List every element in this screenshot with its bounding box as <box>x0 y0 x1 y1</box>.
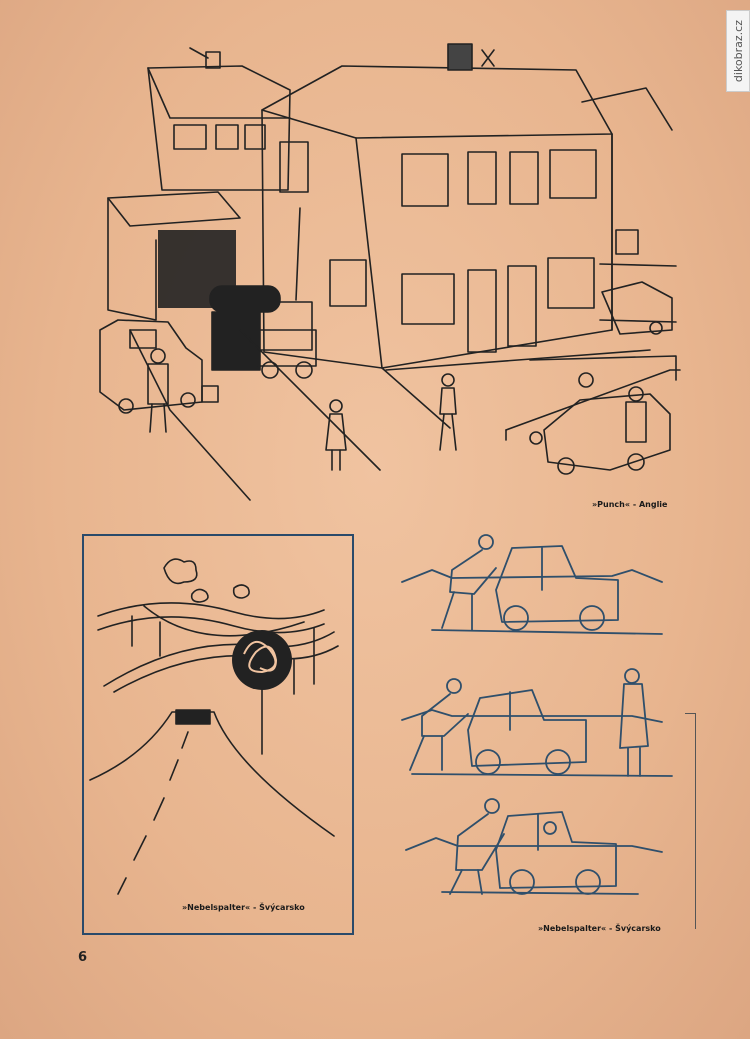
side-house-right <box>581 87 677 331</box>
smoke-clouds <box>163 558 250 603</box>
cartoon-pushing-car-strip <box>401 534 673 895</box>
watermark-text: dikobraz.cz <box>731 19 745 83</box>
caption-separator: - <box>608 924 613 933</box>
car-left-with-man <box>99 319 219 433</box>
framed-cartoon-border <box>82 534 354 935</box>
watermark-badge[interactable]: dikobraz.cz <box>726 10 750 92</box>
main-house <box>261 43 613 369</box>
tunnel-and-road <box>89 709 335 895</box>
highway-interchange <box>97 602 339 695</box>
panel-3-man-pushing-with-driver <box>405 798 663 895</box>
ground-and-paths <box>129 329 677 501</box>
caption-separator: - <box>252 903 257 912</box>
caption-source: »Nebelspalter« <box>538 924 607 933</box>
strip-side-bracket <box>685 713 696 929</box>
caption-country: Švýcarsko <box>259 903 305 912</box>
background-house <box>147 47 291 191</box>
panel-2-man-pushing-watched <box>401 668 673 777</box>
caption-punch: »Punch« - Anglie <box>592 500 667 509</box>
cartoon-flyover-illustration <box>89 558 339 895</box>
caption-country: Anglie <box>638 500 668 509</box>
caption-country: Švýcarsko <box>615 924 661 933</box>
caption-nebelspalter-right: »Nebelspalter« - Švýcarsko <box>538 924 661 933</box>
page-number: 6 <box>78 950 88 965</box>
tangled-road-sign <box>232 630 292 755</box>
caption-nebelspalter-left: »Nebelspalter« - Švýcarsko <box>182 903 305 912</box>
fuel-tanks-and-van <box>209 207 317 379</box>
caption-source: »Punch« <box>592 500 631 509</box>
cartoon-houses-illustration <box>99 43 681 501</box>
women-figures <box>325 373 457 471</box>
car-right-with-people <box>505 281 681 475</box>
caption-source: »Nebelspalter« <box>182 903 251 912</box>
panel-1-man-pushing-car <box>401 534 663 635</box>
caption-separator: - <box>632 500 637 509</box>
